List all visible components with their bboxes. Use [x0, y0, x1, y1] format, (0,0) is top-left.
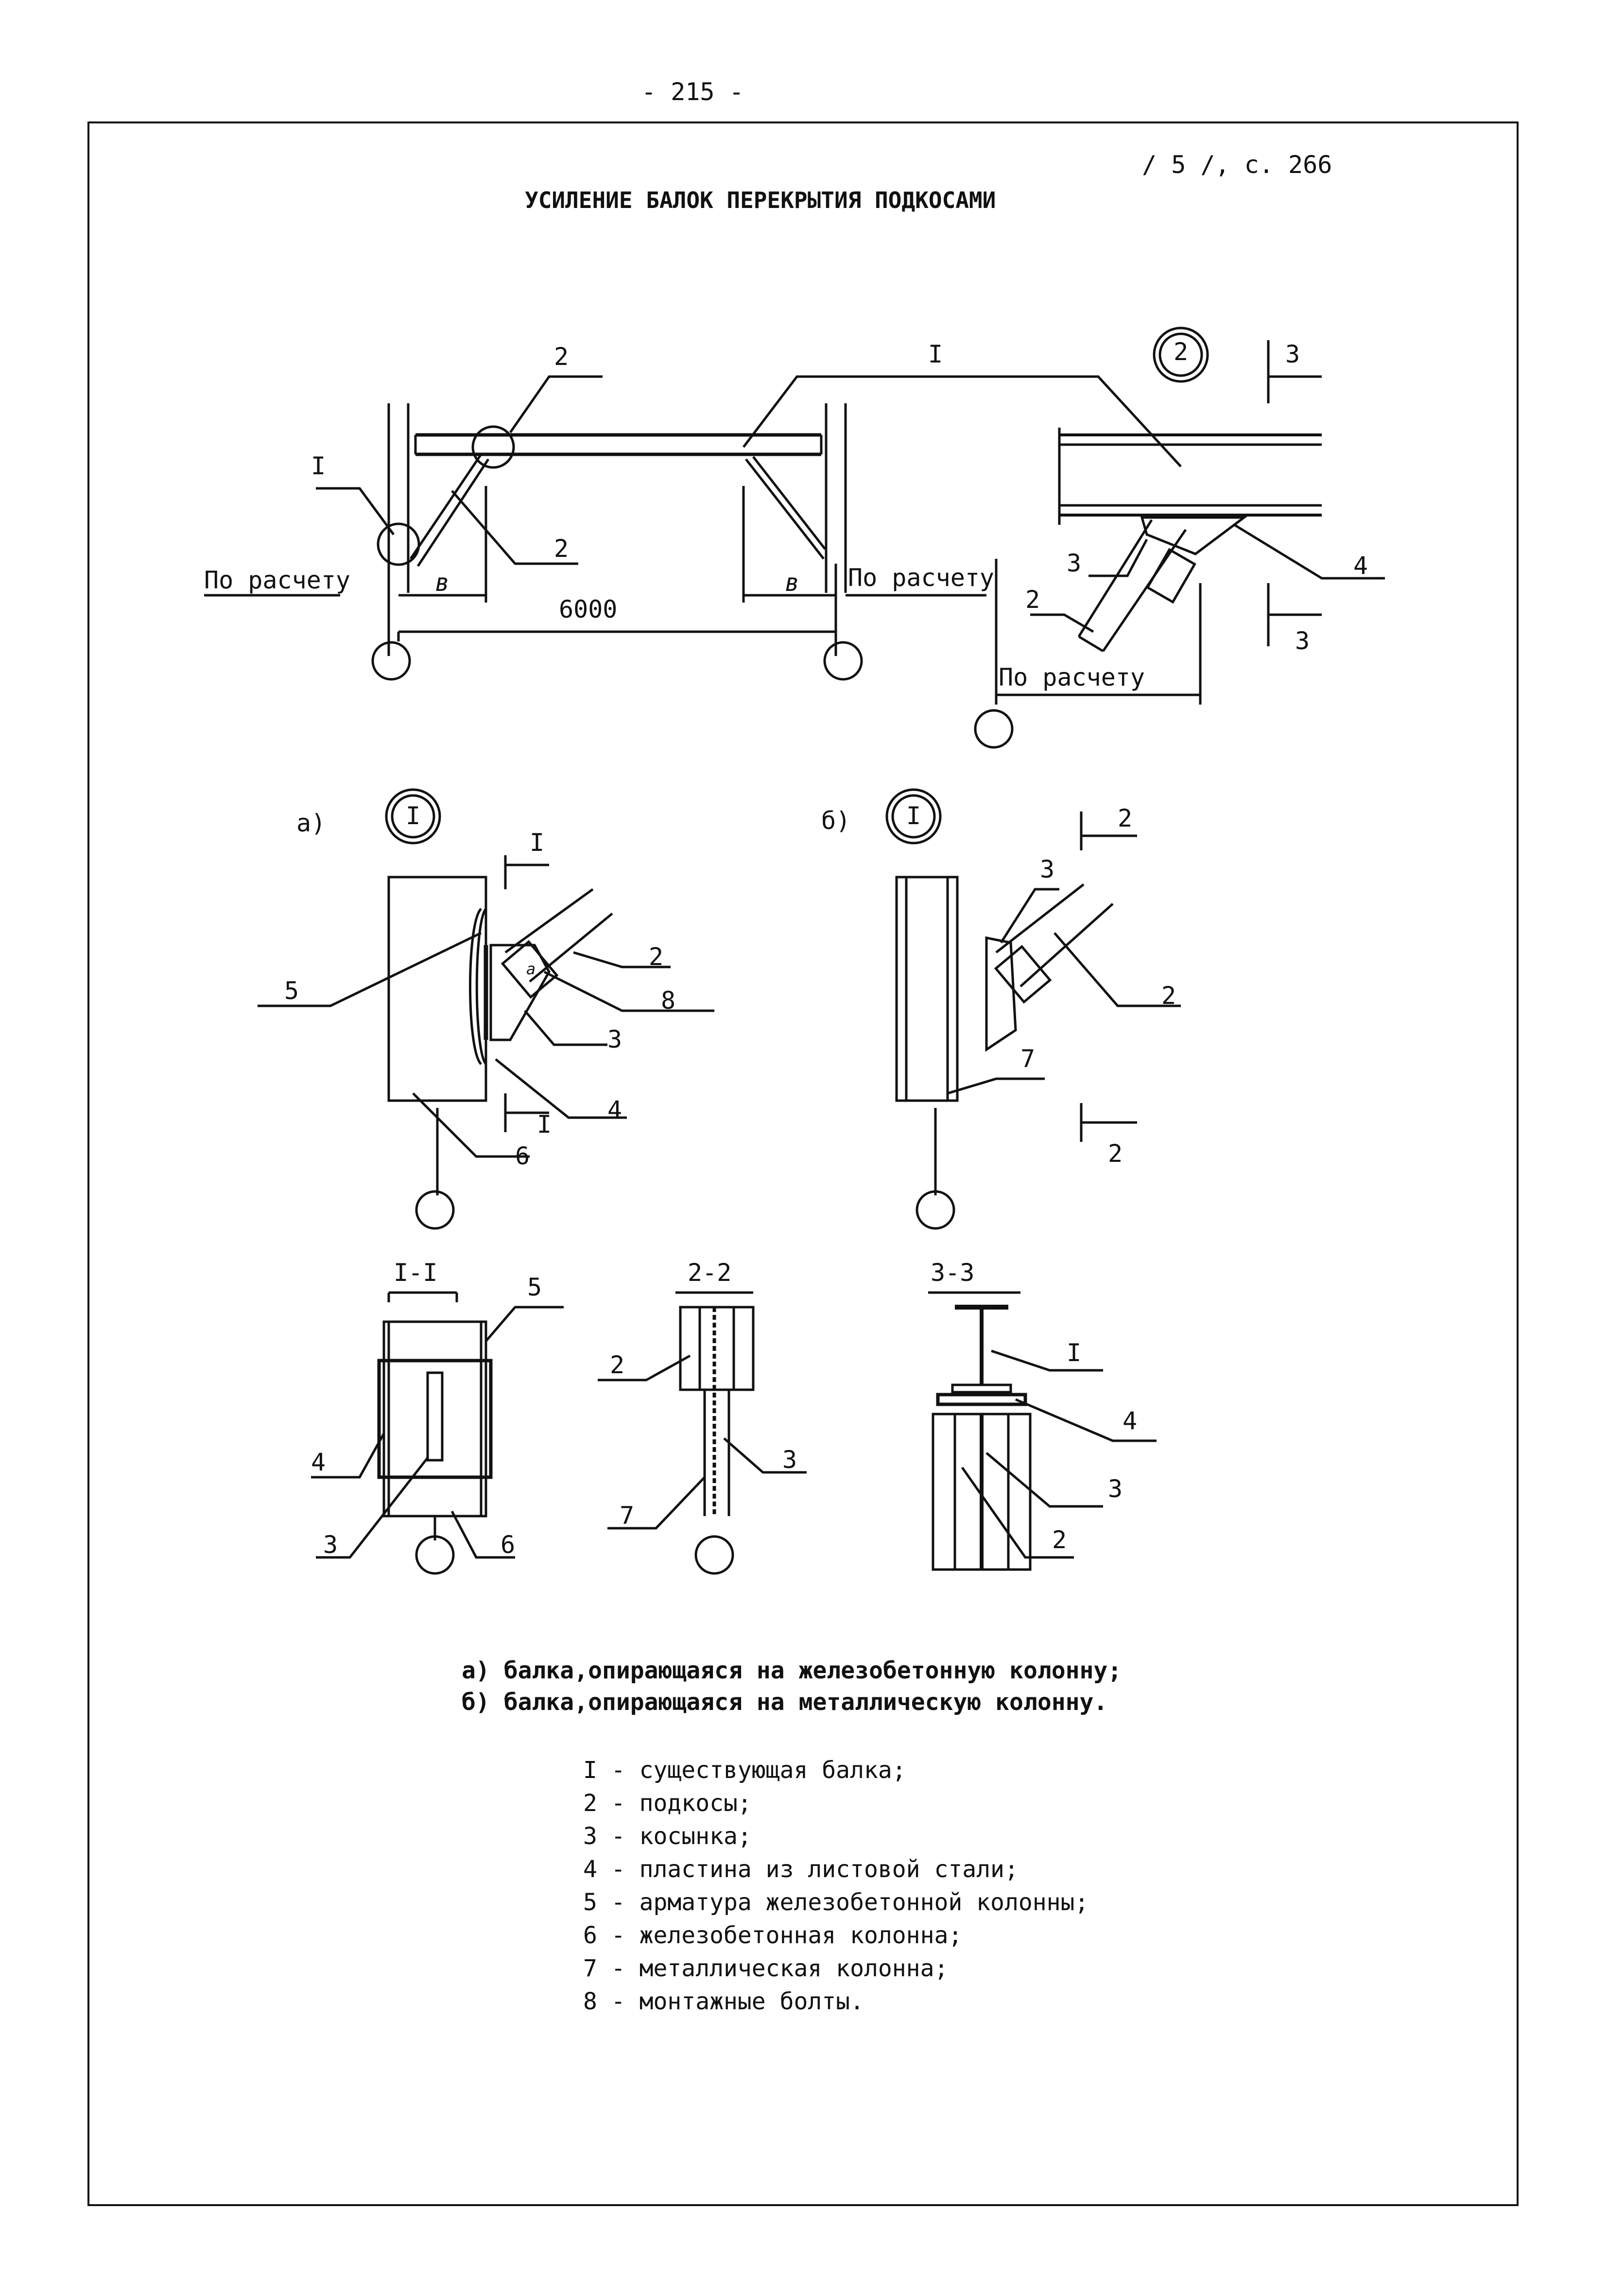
caption-a: а) балка,опирающаяся на железобетонную к… [462, 1657, 1122, 1684]
legend-item: I - существующая балка; [583, 1757, 906, 1784]
detail-a-l2: 2 [649, 943, 664, 971]
section-I-I-l5: 5 [527, 1273, 542, 1301]
legend-item: 4 - пластина из листовой стали; [583, 1856, 1019, 1883]
page-frame [87, 121, 1519, 2206]
label-I-left: I [311, 452, 326, 480]
node-2-marker: 2 [1174, 338, 1189, 366]
legend-item: 6 - железобетонная колонна; [583, 1922, 963, 1949]
node-2-l2: 2 [1025, 586, 1040, 614]
detail-a-l5: 5 [284, 977, 299, 1005]
section-3-3-l2: 2 [1052, 1526, 1067, 1554]
detail-b-sec-bottom: 2 [1108, 1139, 1123, 1168]
page-title: УСИЛЕНИЕ БАЛОК ПЕРЕКРЫТИЯ ПОДКОСАМИ [525, 187, 996, 213]
section-3-3-title: 3-3 [931, 1259, 975, 1287]
detail-b-l3: 3 [1040, 855, 1055, 883]
caption-b: б) балка,опирающаяся на металлическую ко… [462, 1689, 1108, 1716]
detail-a-l3: 3 [607, 1025, 622, 1053]
detail-a-letter: а) [296, 809, 326, 837]
section-I-I-l4: 4 [311, 1448, 326, 1476]
node-2-sec-3-bottom: 3 [1295, 627, 1310, 655]
label-2-top: 2 [554, 343, 569, 371]
legend-item: 7 - металлическая колонна; [583, 1955, 949, 1982]
dim-b-left: в [435, 569, 450, 597]
section-2-2-title: 2-2 [688, 1259, 732, 1287]
node-2-by-calc: По расчету [999, 663, 1145, 691]
section-3-3-lI: I [1067, 1339, 1082, 1367]
reference: / 5 /, с. 266 [1142, 151, 1332, 179]
section-3-3-l3: 3 [1108, 1475, 1123, 1503]
legend-item: 5 - арматура железобетонной колонны; [583, 1889, 1089, 1916]
label-2-brace: 2 [554, 535, 569, 563]
legend-item: 3 - косынка; [583, 1823, 752, 1850]
section-2-2-l2: 2 [610, 1351, 625, 1379]
span-dimension: 6000 [559, 595, 618, 623]
by-calc-left: По расчету [204, 566, 351, 594]
label-I-top: I [928, 340, 943, 368]
section-2-2-l7: 7 [620, 1502, 635, 1530]
page-number: - 215 - [641, 78, 744, 106]
section-2-2-l3: 3 [782, 1446, 797, 1474]
detail-a-sec-bottom: I [537, 1110, 552, 1139]
detail-a-l6: 6 [515, 1142, 530, 1170]
section-I-I-l3: 3 [323, 1531, 338, 1559]
node-2-l4: 4 [1353, 552, 1368, 580]
section-3-3-l4: 4 [1123, 1407, 1138, 1435]
legend-item: 2 - подкосы; [583, 1790, 752, 1817]
node-2-l3: 3 [1067, 549, 1082, 577]
detail-a-l8: 8 [661, 986, 676, 1015]
detail-a-sec-top: I [530, 829, 545, 857]
detail-b-marker: I [906, 802, 921, 830]
section-I-I-l6: 6 [501, 1531, 516, 1559]
legend-item: 8 - монтажные болты. [583, 1988, 864, 2015]
by-calc-right: По расчету [848, 564, 995, 592]
section-I-I-title: I-I [394, 1259, 438, 1287]
detail-a-la: а [526, 960, 536, 978]
detail-a-l4: 4 [607, 1096, 622, 1124]
detail-b-sec-top: 2 [1118, 804, 1133, 832]
node-2-sec-3-top: 3 [1285, 340, 1300, 368]
detail-b-l7: 7 [1020, 1045, 1036, 1073]
dim-b-right: в [785, 569, 800, 597]
detail-b-l2: 2 [1161, 982, 1176, 1010]
detail-b-letter: б) [821, 807, 851, 835]
detail-a-marker: I [406, 802, 421, 830]
